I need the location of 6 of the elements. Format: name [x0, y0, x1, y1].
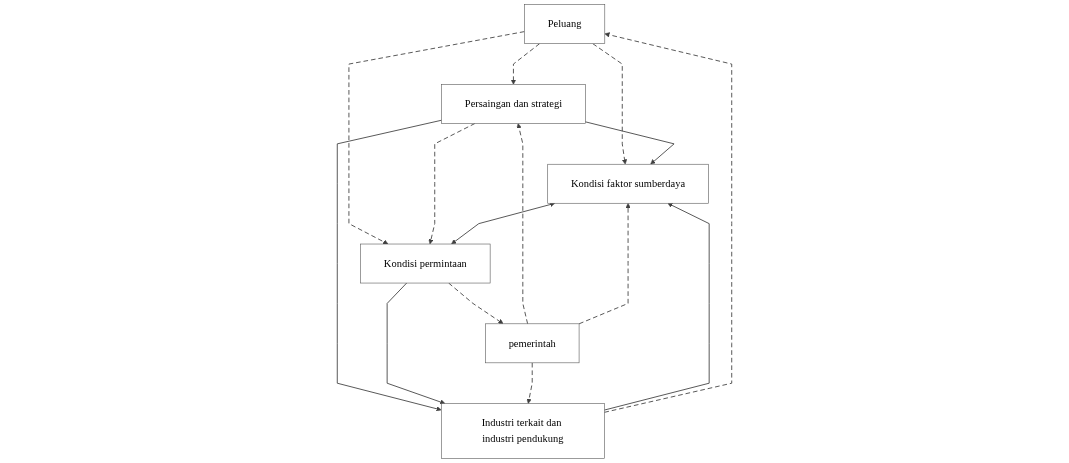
node-box: Peluang [524, 4, 606, 44]
node-box: pemerintah [485, 323, 580, 364]
node-box: Industri terkait dan industri pendukung [441, 403, 605, 459]
node-box: Kondisi permintaan [360, 243, 491, 284]
node-box: Persaingan dan strategi [441, 84, 586, 124]
node-box: Kondisi faktor sumberdaya [547, 163, 709, 204]
